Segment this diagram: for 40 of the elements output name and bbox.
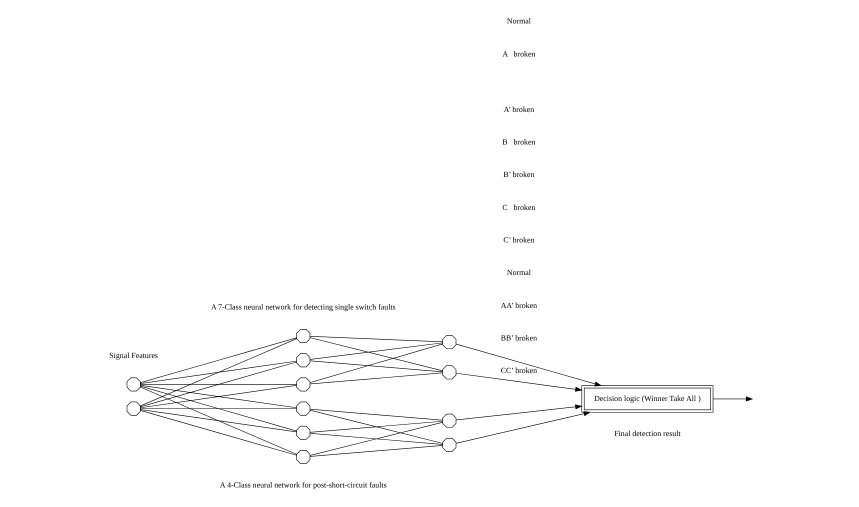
node-octagon [296, 402, 310, 416]
connector [140, 408, 296, 409]
node-octagon [296, 426, 310, 440]
connector [309, 344, 442, 383]
connector [309, 408, 442, 420]
connector [140, 362, 296, 408]
connector [309, 336, 442, 342]
connector [309, 410, 442, 444]
node-octagon [442, 438, 456, 452]
node-octagon [296, 377, 310, 392]
arrow [455, 411, 590, 444]
node-octagon [296, 450, 310, 464]
node-octagon [296, 353, 310, 368]
node-octagon [126, 377, 140, 392]
arrow [455, 344, 602, 386]
arrow [455, 372, 582, 392]
connector [140, 384, 296, 385]
connector [309, 337, 442, 372]
connector [140, 410, 296, 456]
node-octagon [442, 414, 456, 428]
arrow [712, 396, 753, 402]
connector [309, 422, 442, 456]
arrow [455, 404, 582, 420]
connector [140, 338, 296, 383]
connector [140, 385, 296, 408]
node-octagon [296, 329, 310, 343]
connector [309, 420, 442, 433]
connector [140, 386, 296, 432]
connector [309, 433, 442, 445]
node-octagon [442, 335, 456, 350]
connector [309, 342, 442, 360]
connector [309, 372, 442, 384]
connector [140, 386, 296, 455]
node-octagon [126, 402, 140, 416]
connector [309, 360, 442, 372]
connector [309, 445, 442, 457]
node-octagon [442, 365, 456, 380]
connector [140, 409, 296, 432]
connector [140, 360, 296, 384]
connector [140, 338, 296, 406]
